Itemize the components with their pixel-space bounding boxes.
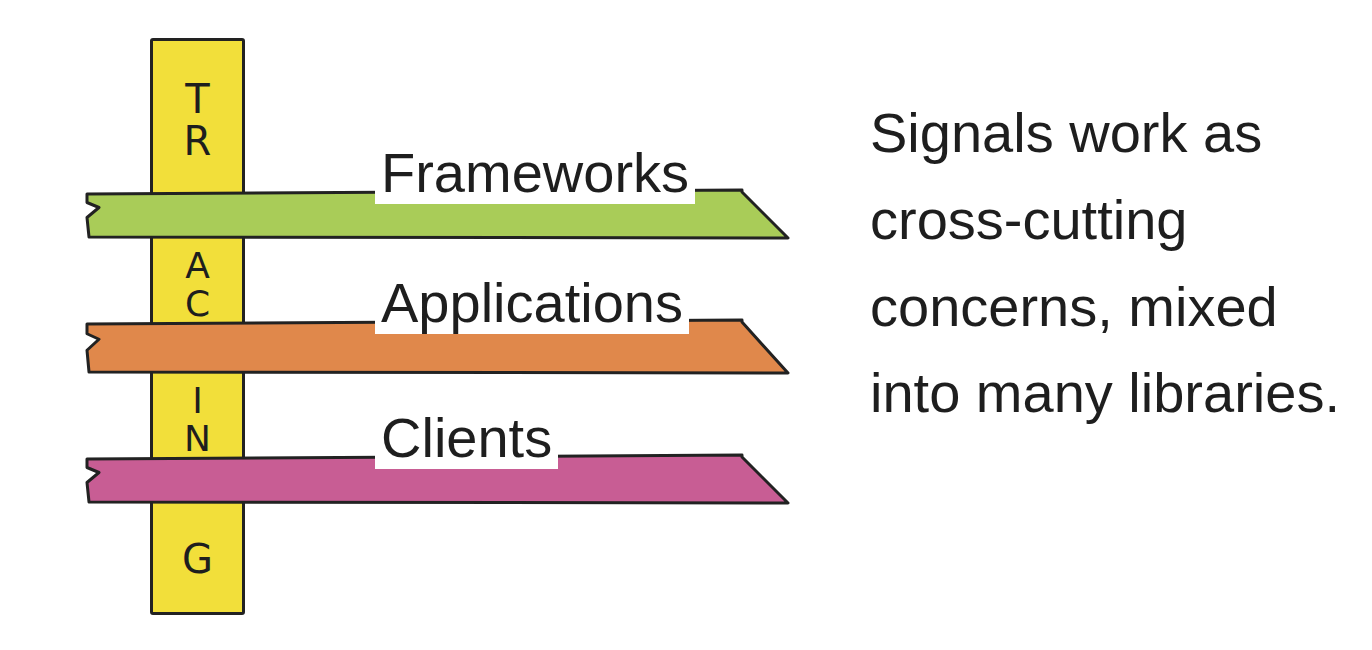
note-text: Signals work as cross-cutting concerns, … [870,90,1350,437]
layer-band: Frameworks [85,142,790,240]
column-letters: TR [178,78,218,162]
band-label: Clients [375,407,558,469]
band-label: Applications [375,272,689,334]
column-letters: IN [180,382,216,458]
column-letters: G [178,538,218,580]
column-letters: AC [180,247,216,323]
layer-band: Applications [85,272,790,375]
band-label: Frameworks [375,142,695,204]
layer-band: Clients [85,407,790,505]
